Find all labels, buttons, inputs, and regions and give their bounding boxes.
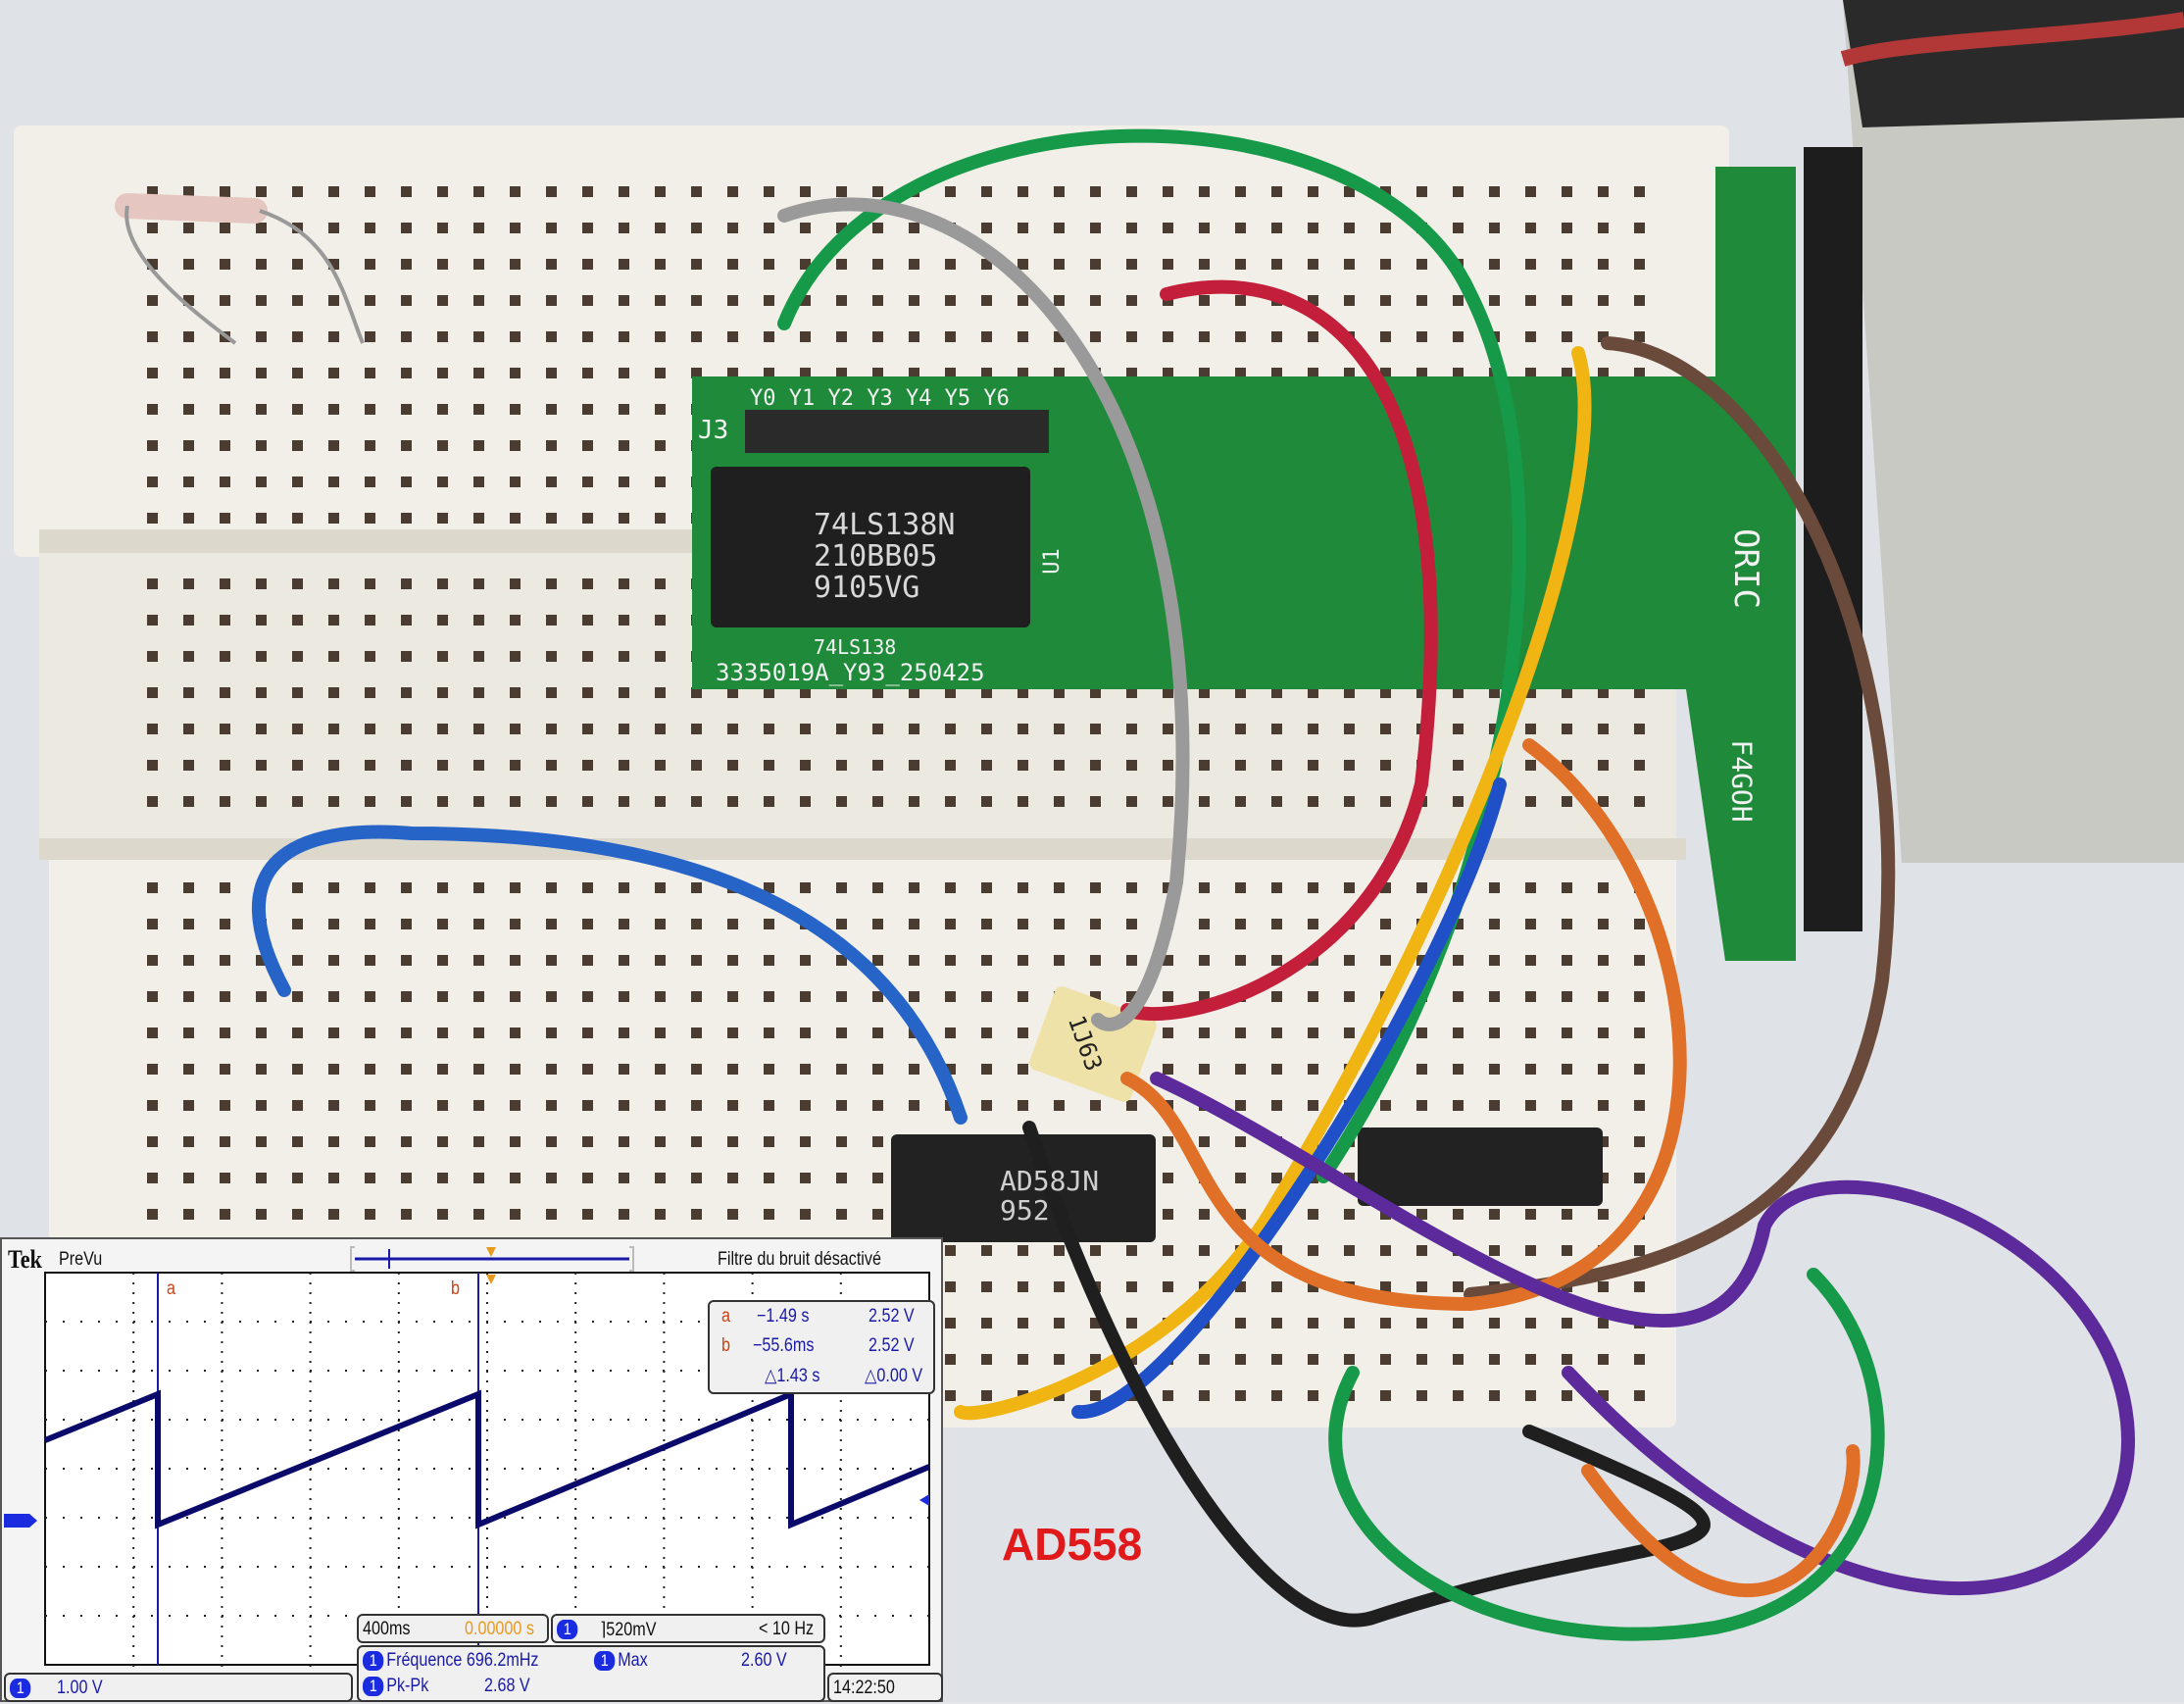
oscilloscope-screenshot: Tek PreVu Filtre du bruit désactivé a b … bbox=[0, 1237, 943, 1702]
record-view-bar bbox=[350, 1246, 634, 1272]
j3-label: J3 bbox=[698, 416, 729, 445]
measurement-value: 2.60 V bbox=[741, 1650, 787, 1671]
trigger-level: ⌉520mV bbox=[600, 1620, 657, 1640]
chip-marking-line: 9105VG bbox=[814, 571, 920, 605]
trigger-box: 1 ⌉520mV < 10 Hz bbox=[551, 1614, 825, 1643]
ribbon-cable bbox=[1840, 0, 2184, 863]
cursor-delta-volt: △0.00 V bbox=[865, 1366, 923, 1386]
cursor-a-volt: 2.52 V bbox=[869, 1306, 915, 1327]
cursor-b-tag: b bbox=[451, 1278, 460, 1299]
pin-labels: Y0 Y1 Y2 Y3 Y4 Y5 Y6 bbox=[750, 386, 1010, 411]
author-label: F4GOH bbox=[1725, 739, 1759, 823]
cursor-delta-time: △1.43 s bbox=[765, 1366, 820, 1386]
cursor-b-tag: b bbox=[721, 1335, 730, 1356]
channel-badge: 1 bbox=[363, 1677, 384, 1696]
channel-badge: 1 bbox=[363, 1651, 384, 1671]
trigger-position-icon bbox=[486, 1247, 496, 1257]
channel-badge: 1 bbox=[594, 1651, 616, 1671]
pcb-serial: 3335019A_Y93_250425 bbox=[716, 659, 985, 686]
ad558-marking-part: 952 bbox=[1000, 1194, 1050, 1227]
cursor-a-time: −1.49 s bbox=[757, 1306, 810, 1327]
trigger-position: 0.00000 s bbox=[465, 1619, 534, 1639]
trigger-marker-icon bbox=[486, 1275, 496, 1284]
prevu-label: PreVu bbox=[59, 1249, 103, 1270]
ad558-chip bbox=[891, 1134, 1156, 1242]
chip-marking-line: 74LS138N bbox=[814, 508, 956, 542]
breadboard bbox=[14, 125, 1729, 1428]
silkscreen-chip: 74LS138 bbox=[814, 635, 897, 659]
second-chip bbox=[1358, 1128, 1603, 1206]
oric-label: ORIC bbox=[1725, 528, 1765, 609]
jumper-wires bbox=[251, 128, 2135, 1641]
clock-box: 14:22:50 bbox=[827, 1673, 943, 1702]
cursor-readout: −1.49 s 2.52 V −55.6ms 2.52 V △1.43 s △0… bbox=[708, 1300, 935, 1394]
ad558-caption: AD558 bbox=[1002, 1519, 1143, 1570]
trigger-level-marker-icon bbox=[919, 1494, 929, 1506]
measurement-name: Max bbox=[618, 1650, 648, 1671]
sawtooth-waveform bbox=[43, 1389, 931, 1529]
timebase-box: 400ms 0.00000 s bbox=[357, 1614, 549, 1643]
ad558-marking-part: AD5 bbox=[1000, 1165, 1050, 1197]
channel-badge: 1 bbox=[10, 1679, 31, 1698]
cursor-b-volt: 2.52 V bbox=[869, 1335, 915, 1356]
measurement-name: Pk-Pk bbox=[386, 1676, 429, 1696]
resistor bbox=[115, 193, 365, 345]
ad558-marking: AD58JN 952 bbox=[1000, 1167, 1099, 1226]
measurement-value: 2.68 V bbox=[484, 1676, 530, 1696]
trigger-frequency: < 10 Hz bbox=[759, 1619, 815, 1639]
vertical-scale-box: 1 1.00 V bbox=[4, 1673, 353, 1702]
chip-marking-line: 210BB05 bbox=[814, 539, 938, 574]
74ls138-chip bbox=[711, 467, 1030, 627]
measurement-value: 696.2mHz bbox=[466, 1650, 539, 1671]
channel-badge: 1 bbox=[557, 1620, 578, 1639]
tek-logo: Tek bbox=[8, 1245, 42, 1274]
cursor-a-tag: a bbox=[167, 1278, 175, 1299]
cursor-a-tag: a bbox=[721, 1306, 730, 1327]
chip-marking: 74LS138N 210BB05 9105VG bbox=[814, 510, 956, 604]
cursor-b-time: −55.6ms bbox=[753, 1335, 815, 1356]
noise-filter-status: Filtre du bruit désactivé bbox=[718, 1249, 881, 1270]
clock: 14:22:50 bbox=[833, 1678, 895, 1698]
u1-label: U1 bbox=[1039, 548, 1065, 575]
volts-per-div: 1.00 V bbox=[57, 1678, 103, 1698]
channel-1-ground-marker bbox=[4, 1514, 37, 1528]
measurement-name: Fréquence bbox=[386, 1650, 463, 1671]
ad558-marking-part: 8JN bbox=[1049, 1165, 1100, 1197]
timebase: 400ms bbox=[363, 1619, 411, 1639]
